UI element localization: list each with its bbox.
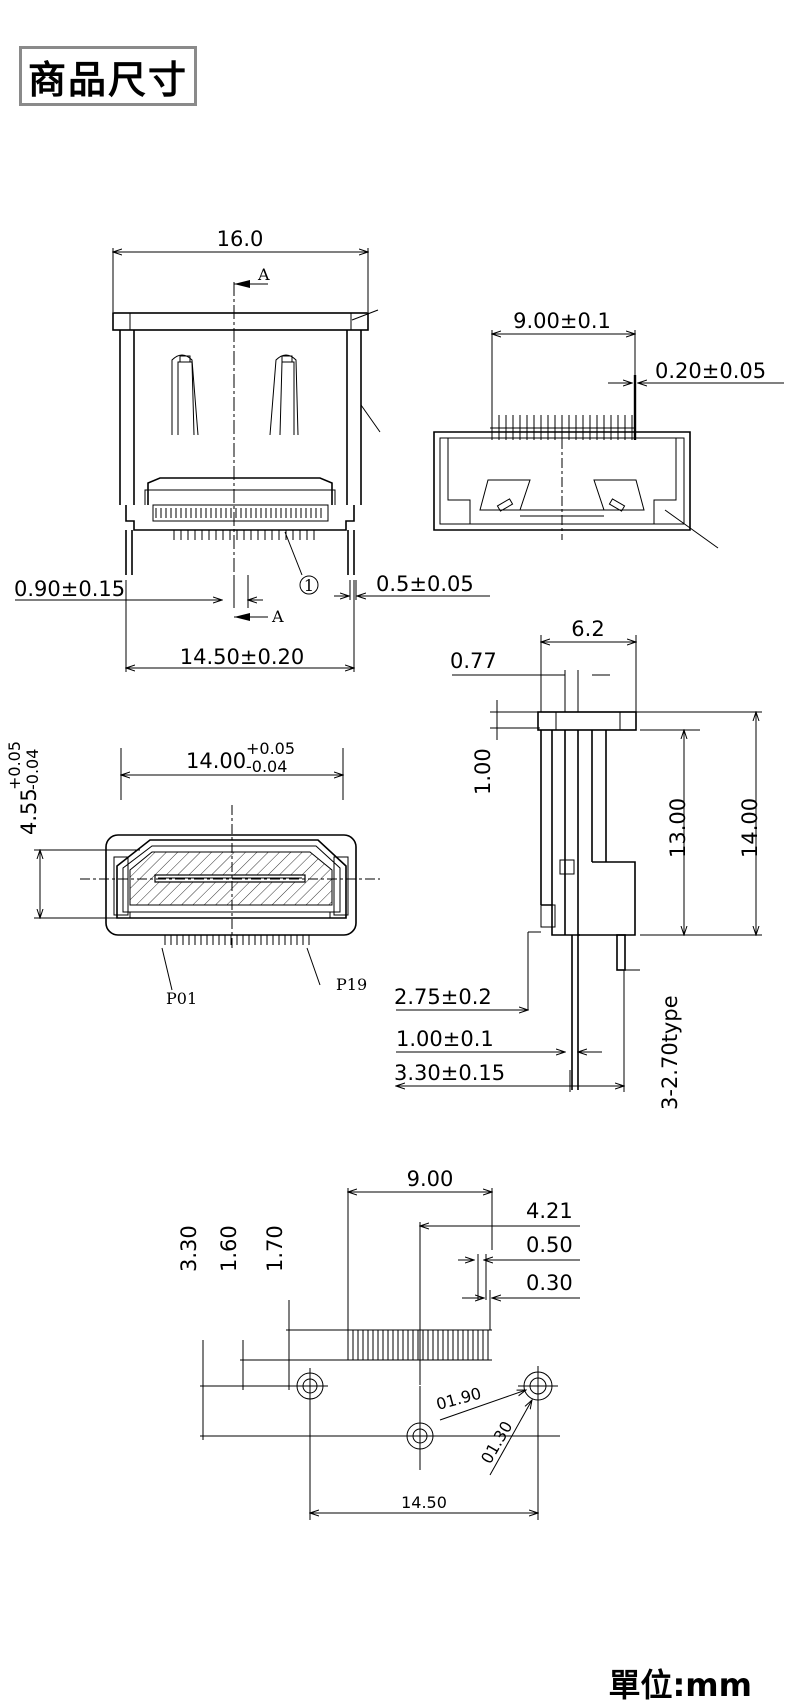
pin-label-first: P01 (166, 989, 197, 1008)
side-view: 6.2 0.77 1.00 (394, 617, 762, 1110)
vertical-dimension-3: 1.70 (263, 1225, 287, 1272)
end-view: 14.00 +0.05 -0.04 4.55 +0.05 -0.04 (5, 739, 380, 1008)
hole-dimension-large: 01.30 (477, 1418, 516, 1467)
section-label-top: A (257, 265, 270, 284)
end-width-value: 14.00 (186, 749, 246, 773)
hole-span-dimension: 14.50 (401, 1493, 447, 1512)
end-height-value: 4.55 (17, 788, 41, 835)
tail-dimension: 3-2.70type (658, 995, 682, 1110)
callout-number: 1 (304, 576, 314, 595)
leg-dimension-1: 2.75±0.2 (394, 985, 492, 1009)
side-depth-dimension: 6.2 (571, 617, 604, 641)
end-width-dimension: 14.00 (186, 749, 246, 773)
step-dimension: 1.00 (471, 748, 495, 795)
leg-dimension-2: 1.00±0.1 (396, 1027, 494, 1051)
pin-width-dimension: 0.5±0.05 (376, 572, 474, 596)
pin-span-dimension: 14.50±0.20 (180, 645, 304, 669)
front-contact-row (155, 508, 322, 518)
top-view: 9.00±0.1 0.20±0.05 (433, 309, 784, 549)
pad-width-dimension: 0.30 (526, 1271, 573, 1295)
top-width-dimension: 9.00±0.1 (513, 309, 611, 333)
end-width-tol-plus: +0.05 (246, 739, 295, 758)
mounting-hole-right (518, 1366, 558, 1520)
footprint-view: 9.00 4.21 0.50 0.30 3.30 (177, 1167, 580, 1520)
page-title: 商品尺寸 (27, 57, 188, 102)
pin-thickness-dimension: 0.20±0.05 (655, 359, 766, 383)
vertical-dimension-2: 1.60 (217, 1225, 241, 1272)
hole-dimension-small: 01.90 (434, 1384, 483, 1414)
front-view: 16.0 A (14, 227, 490, 672)
title-box: 商品尺寸 (19, 46, 197, 106)
pad-pitch-dimension: 0.50 (526, 1233, 573, 1257)
leg-dimension-3: 3.30±0.15 (394, 1061, 505, 1085)
inner-height-dimension: 13.00 (666, 798, 690, 858)
end-height-tol-minus: -0.04 (23, 749, 42, 790)
vertical-dimension-1: 3.30 (177, 1225, 201, 1272)
offset-dimension: 4.21 (526, 1199, 573, 1223)
pitch-dimension: 0.90±0.15 (14, 577, 125, 601)
end-height-tol-plus: +0.05 (5, 741, 24, 790)
unit-label: 單位:mm (608, 1666, 753, 1704)
total-height-dimension: 14.00 (738, 798, 762, 858)
front-width-dimension: 16.0 (217, 227, 264, 251)
pin-label-last: P19 (336, 975, 367, 994)
pad-row-dimension: 9.00 (407, 1167, 454, 1191)
section-label-bottom: A (271, 607, 284, 626)
pad-row (346, 1329, 492, 1361)
flange-dimension: 0.77 (450, 649, 497, 673)
end-width-tol-minus: -0.04 (246, 757, 287, 776)
